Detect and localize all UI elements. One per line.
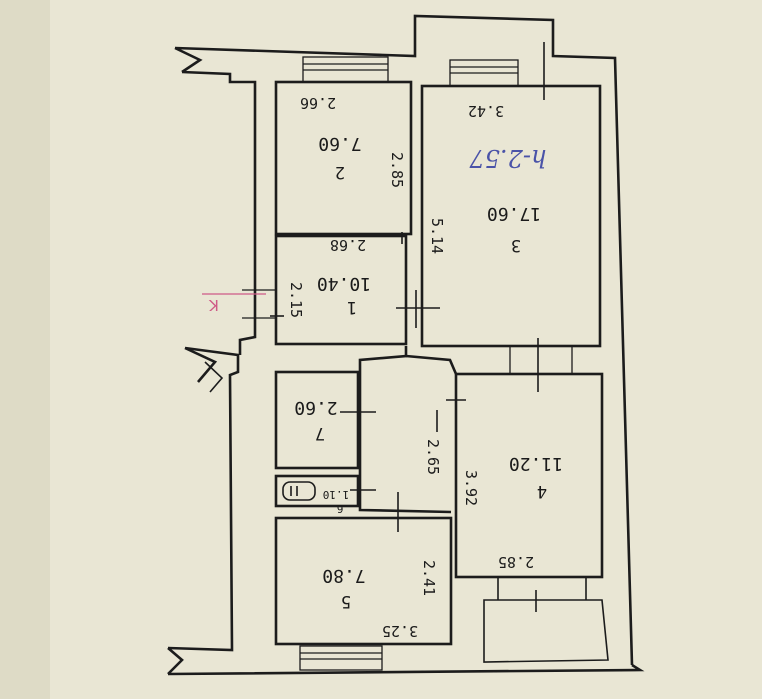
room-7-number: 7 <box>315 423 325 443</box>
room-3-length: 5.14 <box>428 218 446 254</box>
room-5-number: 5 <box>341 591 351 611</box>
room-1-labels: 2.68 1 10.40 2.15 <box>287 236 371 318</box>
paper-left-strip <box>0 0 50 699</box>
room-1-area: 10.40 <box>317 273 371 294</box>
room-1-number: 1 <box>347 297 357 317</box>
ceiling-height-note: h-2.57 <box>469 144 547 172</box>
corridor-length: 2.65 <box>424 439 442 475</box>
window-room-5 <box>299 645 383 671</box>
balcony-links <box>497 577 587 600</box>
doors <box>270 42 545 612</box>
exterior-walls <box>167 14 645 676</box>
room-7-area: 2.60 <box>294 397 337 418</box>
room-6-labels: 6 1.10 <box>323 488 350 515</box>
windows <box>242 56 573 671</box>
room-5-labels: 5 7.80 3.25 2.41 <box>322 560 438 640</box>
room-4-area: 11.20 <box>509 453 563 474</box>
room-5-area: 7.80 <box>322 565 365 586</box>
room-2-length: 2.85 <box>388 152 406 188</box>
balcony-outline <box>483 599 609 663</box>
room-4-width: 2.85 <box>498 553 534 571</box>
room-6-outline <box>274 474 360 508</box>
room-4-number: 4 <box>537 481 547 501</box>
room-3-area: 17.60 <box>487 203 541 224</box>
room-4-labels: 4 11.20 3.92 2.85 <box>462 453 563 571</box>
stove-mark-label: K <box>208 296 219 314</box>
room-3-width: 3.42 <box>468 102 504 120</box>
room-7-labels: 7 2.60 <box>294 397 337 443</box>
room-2-area: 7.60 <box>318 133 361 154</box>
room-5-width: 3.25 <box>382 622 418 640</box>
toilet-fixture <box>282 481 316 501</box>
room-1-length: 2.15 <box>287 282 305 318</box>
room-2-width: 2.66 <box>300 94 336 112</box>
room-1-width: 2.68 <box>330 236 366 254</box>
room-4-length: 3.92 <box>462 470 480 506</box>
room-5-outline <box>274 516 453 646</box>
room-6-number: 6 <box>337 502 344 515</box>
room-3-number: 3 <box>511 235 521 255</box>
corridor-walls <box>358 346 452 514</box>
room-2-labels: 2.66 2 7.60 2.85 <box>300 94 406 188</box>
stove-mark: K <box>202 293 266 314</box>
corridor-bend <box>405 354 458 375</box>
room-6-area: 1.10 <box>323 488 350 501</box>
room-5-length: 2.41 <box>420 560 438 596</box>
room-7-outline <box>274 370 360 470</box>
room-2-number: 2 <box>335 162 345 182</box>
room-3-labels: 3.42 3 17.60 5.14 h-2.57 <box>428 102 547 255</box>
opening-room-4 <box>509 345 573 375</box>
